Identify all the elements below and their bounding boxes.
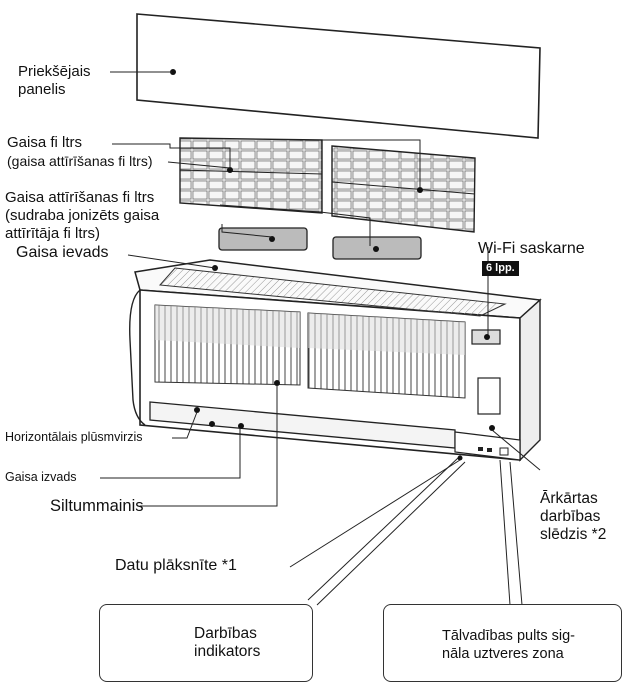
heat-exchanger	[154, 304, 466, 399]
indicator-callout-box	[99, 604, 313, 682]
purifying-filter-label: Gaisa attīrīšanas fi ltrs (sudraba joniz…	[5, 189, 160, 242]
air-filter-left	[179, 137, 323, 214]
horizontal-louver-label: Horizontālais plūsmvirzis	[5, 430, 143, 444]
emergency-switch-label: Ārkārtas darbības slēdzis *2	[540, 490, 607, 543]
remote-receiver-label: Tālvadības pults sig- nāla uztveres zona	[442, 628, 575, 662]
air-inlet-grille	[158, 265, 507, 317]
wifi-page-badge: 6 lpp.	[482, 261, 519, 276]
emergency-switch-area	[477, 377, 501, 431]
indicator-strip	[454, 431, 521, 461]
air-filter-right	[331, 145, 476, 233]
air-outlet-label: Gaisa izvads	[5, 470, 77, 484]
leader-lines	[100, 71, 541, 606]
front-panel	[136, 13, 541, 139]
air-inlet-label: Gaisa ievads	[16, 244, 109, 261]
wifi-socket	[471, 329, 501, 345]
heat-exchanger-label: Siltummainis	[50, 497, 144, 515]
operation-indicator-label: Darbības indikators	[194, 625, 261, 660]
air-filter-label: Gaisa fi ltrs (gaisa attīrīšanas fi ltrs…	[7, 134, 153, 169]
purifying-filter-right	[332, 236, 422, 260]
wifi-socket-label: Wi-Fi saskarne	[478, 240, 585, 257]
front-panel-label: Priekšējais panelis	[18, 63, 91, 98]
remote-receiver-callout-box	[383, 604, 622, 682]
purifying-filter-left	[218, 227, 308, 251]
data-plate-label: Datu plāksnīte *1	[115, 557, 237, 574]
